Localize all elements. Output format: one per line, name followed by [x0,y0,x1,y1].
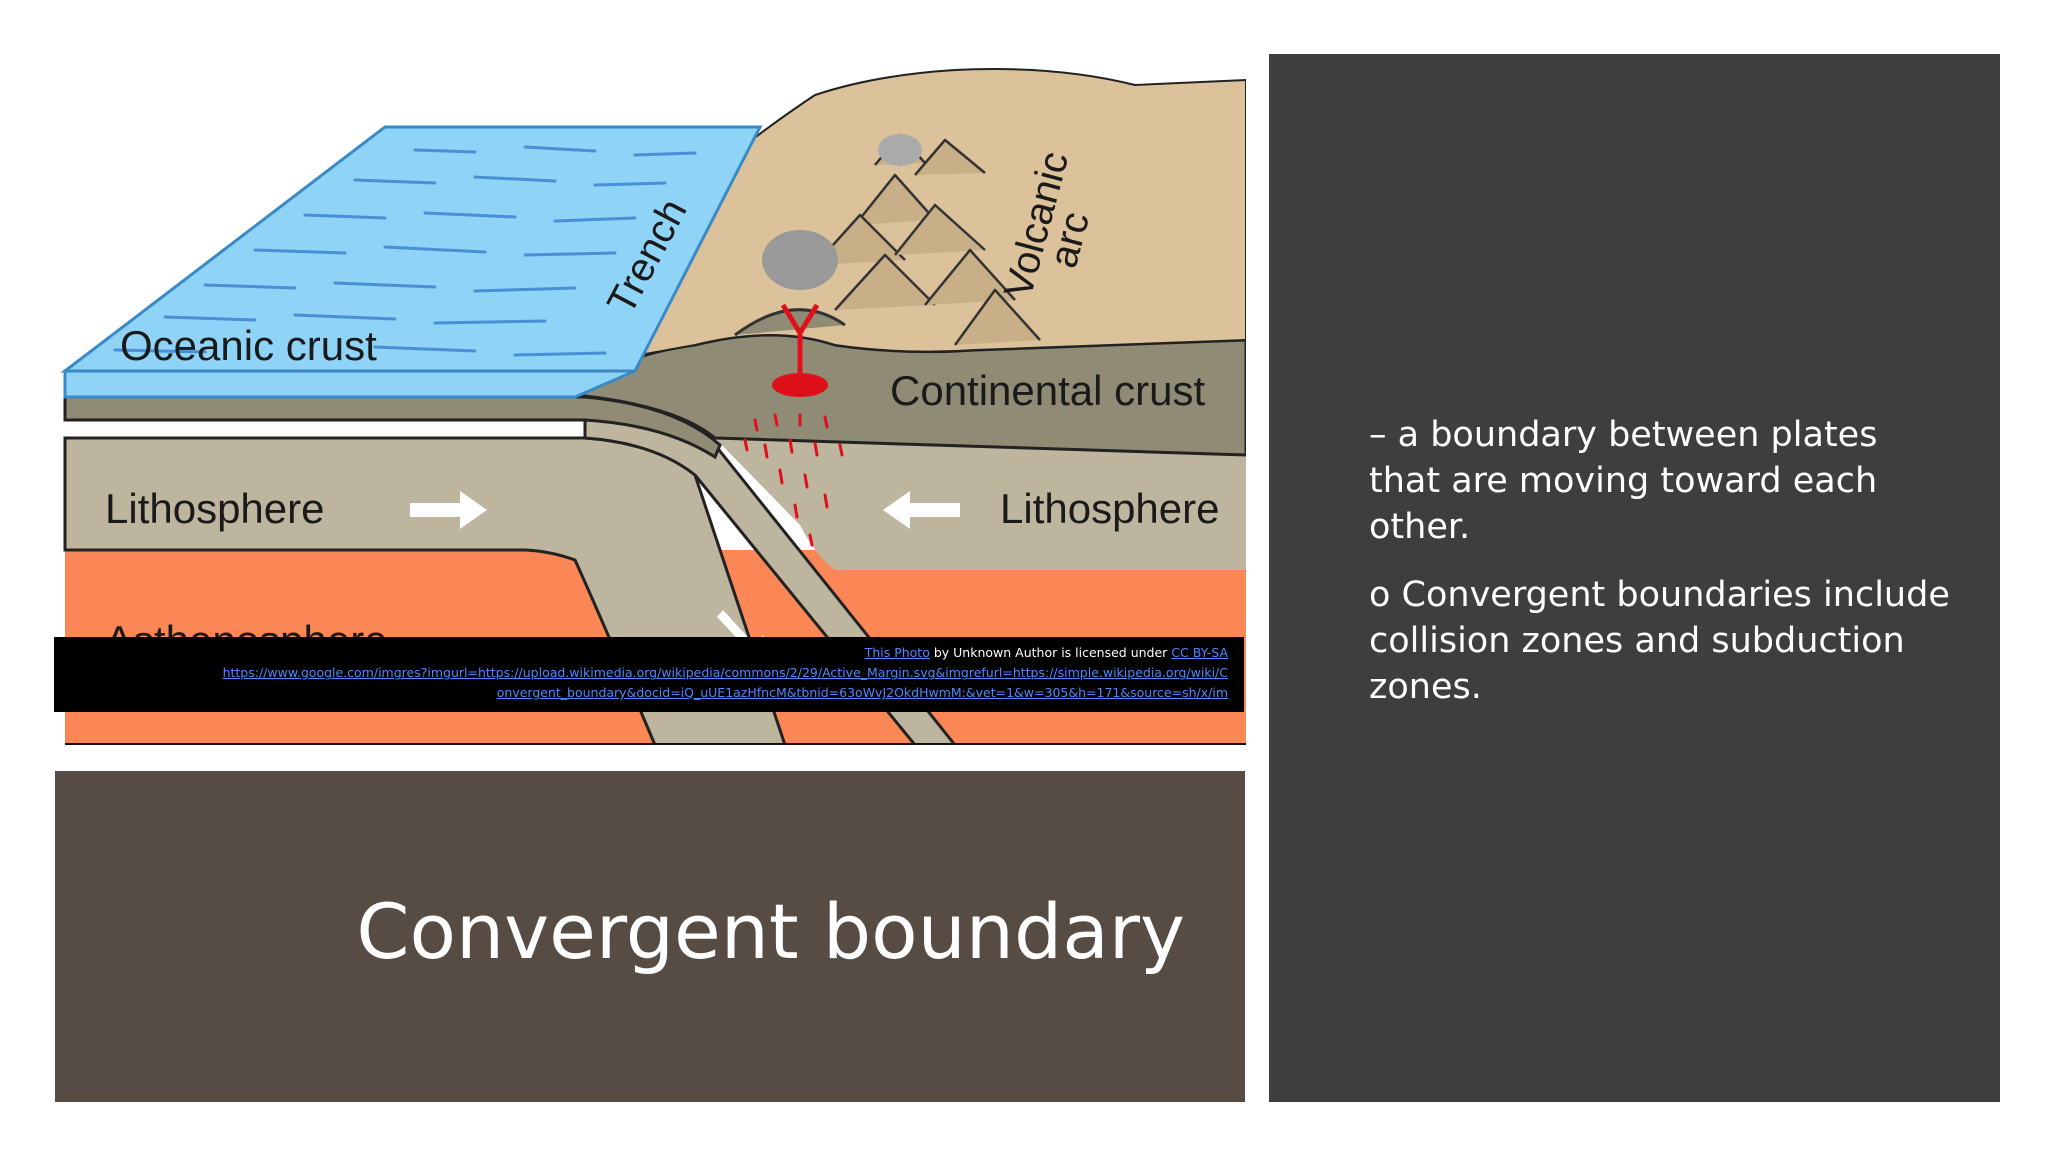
attribution-text: by Unknown Author is licensed under [929,645,1172,660]
eruption-cloud [762,230,838,290]
label-continental-crust: Continental crust [890,367,1205,414]
melt-droplets [743,413,844,547]
water-ripples [113,145,697,357]
volcanic-arc-mountains [814,133,1041,346]
plate-motion-arrow-left [883,491,960,529]
ocean-water-front [63,369,636,399]
source-url-line-2[interactable]: onvergent_boundary&docid=iQ_uUE1azHfncM&… [496,685,1228,700]
title-box: Convergent boundary [55,771,1245,1102]
label-oceanic-crust: Oceanic crust [120,322,377,369]
slide-title: Convergent boundary [356,887,1185,976]
attribution-line: This Photo by Unknown Author is licensed… [70,643,1228,663]
volcano-cone [734,308,846,337]
label-lithosphere-right: Lithosphere [1000,485,1220,532]
magma-conduit [780,303,820,375]
bullet-definition: – a boundary between plates that are mov… [1369,415,1878,547]
source-url-line-1[interactable]: https://www.google.com/imgres?imgurl=htt… [222,665,1228,680]
convergent-boundary-diagram: Oceanic crust Trench Volcanic arc Contin… [60,68,1246,745]
this-photo-link[interactable]: This Photo [864,645,930,660]
image-attribution-bar: This Photo by Unknown Author is licensed… [54,637,1244,712]
eruption-cloud-small [878,134,922,166]
magma-chamber [772,373,828,397]
bullet-types: o Convergent boundaries include collisio… [1369,575,1950,707]
label-lithosphere-left: Lithosphere [105,485,325,532]
bullet-list: – a boundary between plates that are mov… [1369,412,1959,732]
content-panel: – a boundary between plates that are mov… [1269,54,2000,1102]
plate-motion-arrow-right [410,491,487,529]
right-lithosphere-layer [715,438,1246,570]
license-link[interactable]: CC BY-SA [1171,645,1228,660]
